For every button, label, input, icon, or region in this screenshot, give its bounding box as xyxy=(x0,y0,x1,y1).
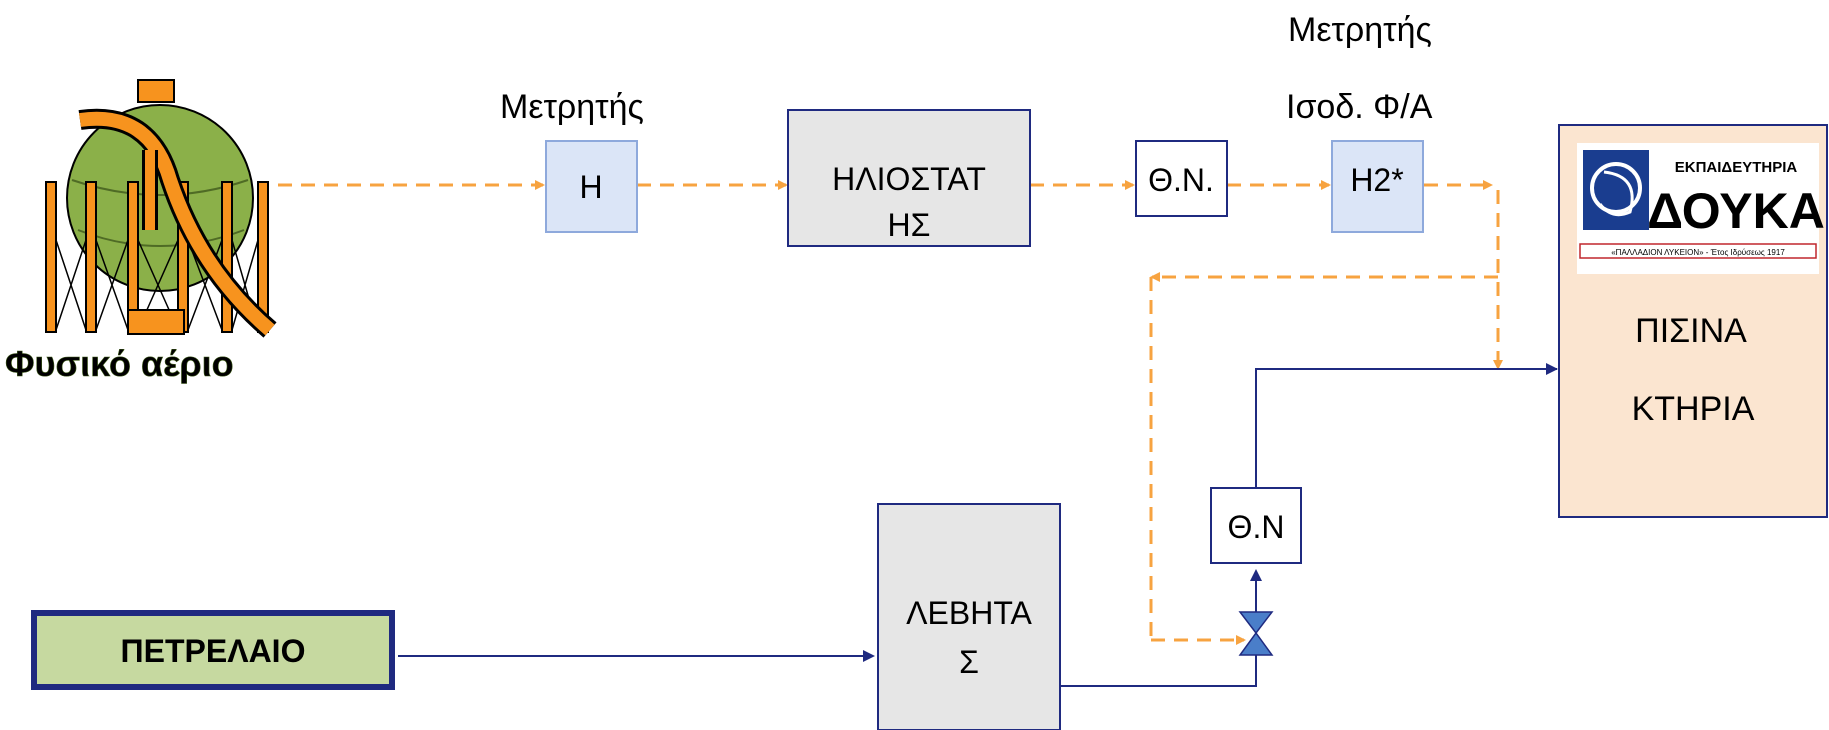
tank-caption: Φυσικό αέριο xyxy=(5,343,234,384)
boiler-label-line2: Σ xyxy=(959,644,979,680)
boiler-label-line1: ΛΕΒΗΤΑ xyxy=(906,595,1032,631)
logo-subtitle: «ΠΑΛΛΑΔΙΟΝ ΛΥΚΕΙΟΝ» - Έτος Ιδρύσεως 1917 xyxy=(1611,248,1785,257)
valve-top-label: Θ.Ν. xyxy=(1148,162,1214,198)
meter-h-label: Η xyxy=(579,169,602,205)
gas-lines xyxy=(278,180,1503,645)
meter-h-caption: Μετρητής xyxy=(500,88,644,126)
boiler-box[interactable] xyxy=(877,503,1061,730)
thermostatic-valve-bottom[interactable] xyxy=(1210,487,1302,564)
mixing-valve-icon[interactable] xyxy=(1238,611,1274,656)
meter-h2-label: Η2* xyxy=(1350,162,1403,198)
meter-h2-caption-line2: Ισοδ. Φ/Α xyxy=(1286,88,1433,126)
oil-box[interactable] xyxy=(37,616,389,684)
gas-tank-icon xyxy=(45,79,277,338)
pool-label-line1: ΠΙΣΙΝΑ xyxy=(1635,312,1747,350)
logo-title-main: ΔΟΥΚΑ xyxy=(1647,183,1825,239)
boiler-out-line xyxy=(1060,655,1257,687)
heater-label-line2: ΗΣ xyxy=(888,207,931,243)
heater-box[interactable] xyxy=(787,109,1031,247)
pool-label-line2: ΚΤΗΡΙΑ xyxy=(1632,390,1755,428)
thermostat-to-pool-line xyxy=(1255,368,1557,487)
logo-title-top: ΕΚΠΑΙΔΕΥΤΗΡΙΑ xyxy=(1675,159,1798,176)
valve-bottom-label: Θ.Ν xyxy=(1228,509,1285,545)
meter-h2-caption-line1: Μετρητής xyxy=(1288,11,1432,49)
heater-label-line1: ΗΛΙΟΣΤΑΤ xyxy=(832,161,986,197)
thermostatic-valve-top[interactable] xyxy=(1135,140,1228,217)
meter-h2-box[interactable] xyxy=(1331,140,1424,233)
school-logo: ΕΚΠΑΙΔΕΥΤΗΡΙΑ ΔΟΥΚΑ «ΠΑΛΛΑΔΙΟΝ ΛΥΚΕΙΟΝ» … xyxy=(1577,143,1825,274)
water-lines xyxy=(398,363,1558,687)
oil-label: ΠΕΤΡΕΛΑΙΟ xyxy=(121,633,306,669)
meter-h-box[interactable] xyxy=(545,140,638,233)
